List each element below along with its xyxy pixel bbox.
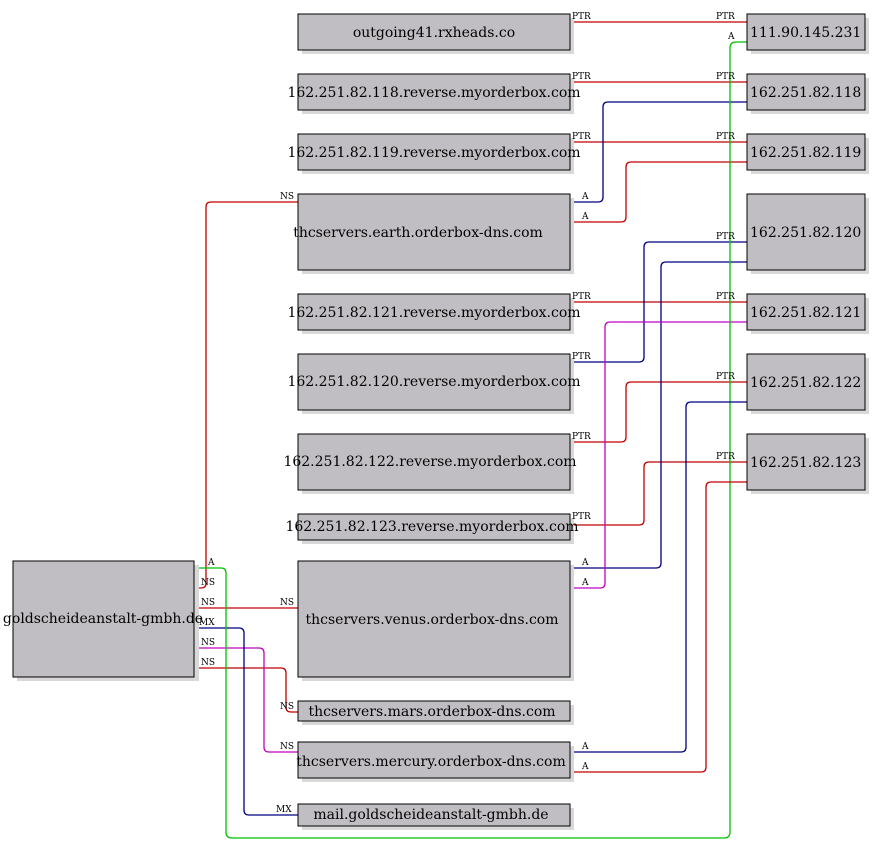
edge-label: NS <box>280 742 294 752</box>
node-label: thcservers.mars.orderbox-dns.com <box>308 704 555 720</box>
edge-ptr-rev122 <box>571 381 747 443</box>
edge-label: NS <box>201 638 215 648</box>
edge-ns-gold-mars <box>194 667 298 713</box>
edge-label: PTR <box>572 132 591 142</box>
edge-ns-gold-earth <box>194 201 298 589</box>
edge-a-gold-111 <box>194 41 747 839</box>
node-label: 162.251.82.118 <box>750 85 861 101</box>
node-label: 162.251.82.121 <box>750 305 861 321</box>
node-label: 162.251.82.122 <box>750 375 861 391</box>
node-rev118: 162.251.82.118.reverse.myorderbox.com <box>287 73 581 114</box>
edge-a-mercury-123 <box>571 481 747 773</box>
edge-label: MX <box>199 618 215 628</box>
node-ip-111: 111.90.145.231 <box>746 13 869 54</box>
node-label: thcservers.mercury.orderbox-dns.com <box>296 754 565 770</box>
node-label: 162.251.82.122.reverse.myorderbox.com <box>283 454 576 470</box>
node-mail: mail.goldscheideanstalt-gmbh.de <box>297 803 574 830</box>
edge-label: A <box>207 558 215 568</box>
node-label: 162.251.82.123.reverse.myorderbox.com <box>285 519 578 535</box>
edge-label: PTR <box>572 72 591 82</box>
edge-label: A <box>581 192 589 202</box>
edge-a-venus-120 <box>571 261 747 569</box>
node-label: 162.251.82.120.reverse.myorderbox.com <box>287 374 580 390</box>
node-label: mail.goldscheideanstalt-gmbh.de <box>313 807 548 823</box>
edge-label: A <box>581 558 589 568</box>
node-ip-120: 162.251.82.120 <box>746 193 869 274</box>
edge-label: A <box>727 32 735 42</box>
edge-label: PTR <box>716 12 735 22</box>
node-label: 162.251.82.120 <box>750 225 861 241</box>
node-label: thcservers.venus.orderbox-dns.com <box>305 612 558 628</box>
edge-label: PTR <box>716 232 735 242</box>
edge-mx-gold-mail <box>194 627 298 816</box>
node-label: 111.90.145.231 <box>750 25 861 41</box>
node-rev122: 162.251.82.122.reverse.myorderbox.com <box>283 433 577 494</box>
node-earth: thcservers.earth.orderbox-dns.com <box>293 193 574 274</box>
edge-label: MX <box>276 805 292 815</box>
node-rev119: 162.251.82.119.reverse.myorderbox.com <box>287 133 581 174</box>
edge-label: PTR <box>572 352 591 362</box>
edge-label: NS <box>201 598 215 608</box>
edge-label: A <box>581 212 589 222</box>
node-rev120: 162.251.82.120.reverse.myorderbox.com <box>287 353 581 414</box>
edge-label: PTR <box>716 72 735 82</box>
node-label: thcservers.earth.orderbox-dns.com <box>293 225 543 241</box>
node-outgoing41: outgoing41.rxheads.co <box>297 13 574 54</box>
node-ip-121: 162.251.82.121 <box>746 293 869 334</box>
node-label: outgoing41.rxheads.co <box>353 25 515 41</box>
node-ip-118: 162.251.82.118 <box>746 73 869 114</box>
edge-ptr-rev123 <box>571 461 747 526</box>
node-mercury: thcservers.mercury.orderbox-dns.com <box>296 741 574 782</box>
node-label: 162.251.82.123 <box>750 455 861 471</box>
node-ip-122: 162.251.82.122 <box>746 353 869 414</box>
edge-label: NS <box>280 192 294 202</box>
node-rev121: 162.251.82.121.reverse.myorderbox.com <box>287 293 581 334</box>
edge-ptr-rev120 <box>571 241 747 363</box>
node-mars: thcservers.mars.orderbox-dns.com <box>297 700 574 725</box>
edge-label: PTR <box>572 292 591 302</box>
edge-a-venus-121 <box>571 321 747 589</box>
edge-label: NS <box>201 658 215 668</box>
node-label: 162.251.82.119 <box>750 145 861 161</box>
edge-label: NS <box>280 702 294 712</box>
node-label: goldscheideanstalt-gmbh.de <box>3 611 203 627</box>
node-ip-123: 162.251.82.123 <box>746 433 869 494</box>
edge-label: NS <box>201 578 215 588</box>
edge-label: PTR <box>716 292 735 302</box>
edge-label: A <box>581 762 589 772</box>
edge-label: A <box>581 742 589 752</box>
edge-label: PTR <box>716 372 735 382</box>
node-rev123: 162.251.82.123.reverse.myorderbox.com <box>285 513 579 544</box>
node-gold: goldscheideanstalt-gmbh.de <box>3 560 203 681</box>
edge-label: PTR <box>572 512 591 522</box>
node-venus: thcservers.venus.orderbox-dns.com <box>297 560 574 681</box>
node-ip-119: 162.251.82.119 <box>746 133 869 174</box>
edge-label: PTR <box>572 12 591 22</box>
edge-label: PTR <box>716 132 735 142</box>
node-label: 162.251.82.119.reverse.myorderbox.com <box>287 145 580 161</box>
edge-label: PTR <box>572 432 591 442</box>
edge-a-mercury-122 <box>571 401 747 753</box>
edge-a-earth-118 <box>571 101 747 203</box>
edge-label: A <box>581 578 589 588</box>
edge-a-earth-119 <box>571 161 747 223</box>
edge-label: NS <box>280 598 294 608</box>
edge-ns-gold-mercury <box>194 647 298 753</box>
node-label: 162.251.82.118.reverse.myorderbox.com <box>287 85 580 101</box>
edge-label: PTR <box>716 452 735 462</box>
node-label: 162.251.82.121.reverse.myorderbox.com <box>287 305 580 321</box>
